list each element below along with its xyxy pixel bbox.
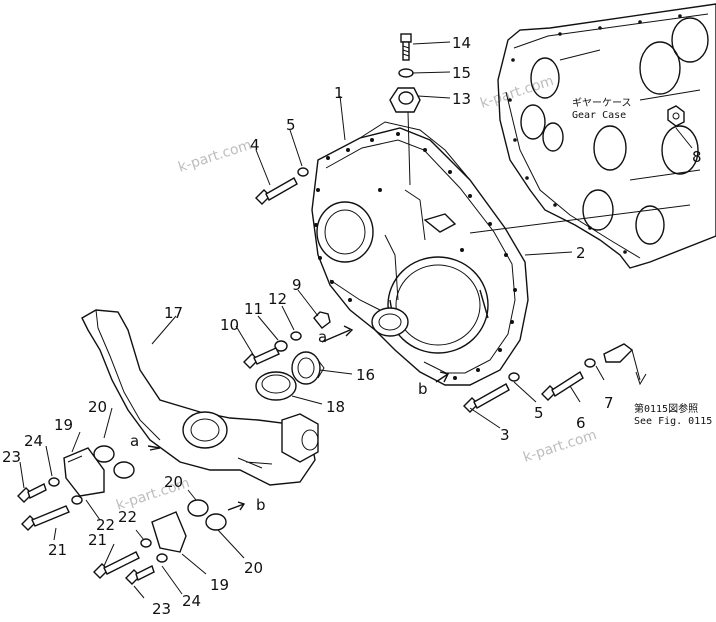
arrow-a-upper: a [318, 325, 354, 346]
bracket-13 [389, 87, 421, 186]
callout-8: 8 [692, 148, 702, 166]
gear-case-label-jp: ギヤーケース [572, 97, 632, 109]
callout-22-lower: 22 [118, 508, 137, 526]
callout-20-mid: 20 [164, 473, 183, 491]
callout-20-upper: 20 [88, 398, 107, 416]
front-cover-plate [311, 121, 691, 386]
callout-7: 7 [604, 394, 614, 412]
callout-23-lower: 23 [152, 600, 171, 618]
bolt-6 [541, 370, 584, 401]
leader-lines [19, 41, 693, 599]
bracket-ref [603, 343, 634, 363]
mount-plate-19-lower [151, 511, 187, 553]
callout-23-upper: 23 [2, 448, 21, 466]
mount-plate-19-upper [63, 447, 105, 497]
callout-24-upper: 24 [24, 432, 43, 450]
ring-18 [255, 371, 297, 401]
gear-case [497, 3, 716, 269]
callout-19-lower: 19 [210, 576, 229, 594]
callout-21-upper: 21 [48, 541, 67, 559]
washer-22-upper [71, 495, 83, 505]
watermark-2: k-part.com [478, 73, 555, 112]
callout-6: 6 [576, 414, 586, 432]
callout-5-lower: 5 [534, 404, 544, 422]
callout-12: 12 [268, 290, 287, 308]
callout-24-lower: 24 [182, 592, 201, 610]
washer-15 [398, 68, 414, 78]
bolt-21-upper [21, 505, 70, 531]
arrow-b-lower-label: b [256, 496, 266, 514]
bolt-4 [255, 177, 298, 205]
arrow-b-upper: b [418, 371, 450, 398]
support-bracket-17 [81, 309, 319, 486]
washer-7 [584, 358, 596, 368]
arrow-a-lower: a [130, 432, 161, 451]
bolt-23-lower [125, 565, 155, 585]
callout-16: 16 [356, 366, 375, 384]
oil-seal-16 [291, 351, 325, 385]
washer-22-lower [140, 538, 152, 548]
bolt-10 [243, 347, 280, 369]
washer-11 [274, 340, 288, 352]
ref-arrowhead [635, 371, 647, 386]
callout-10: 10 [220, 316, 239, 334]
callout-14: 14 [452, 34, 471, 52]
callout-17: 17 [164, 304, 183, 322]
gear-case-label-en: Gear Case [572, 110, 626, 121]
bolt-3 [463, 383, 510, 413]
arrow-b-upper-label: b [418, 380, 428, 398]
washer-24-upper [48, 477, 60, 487]
callout-15: 15 [452, 64, 471, 82]
reference-note-jp: 第0115図参照 [634, 402, 698, 415]
nut-8 [667, 105, 685, 127]
watermark-4: k-part.com [521, 427, 598, 466]
callout-20-lower: 20 [244, 559, 263, 577]
callout-3: 3 [500, 426, 510, 444]
callout-21-lower: 21 [88, 531, 107, 549]
washer-12 [290, 331, 302, 341]
callout-4: 4 [250, 136, 260, 154]
bolt-21-lower [93, 551, 140, 579]
watermark-1: k-part.com [176, 137, 253, 176]
callout-labels: 1 2 3 4 5 5 6 7 8 9 10 11 12 13 14 15 16… [2, 34, 702, 618]
reference-note-en: See Fig. 0115 [634, 416, 712, 427]
callout-9: 9 [292, 276, 302, 294]
arrow-b-lower: b [227, 496, 266, 514]
callout-18: 18 [326, 398, 345, 416]
callout-19-upper: 19 [54, 416, 73, 434]
bolt-14 [400, 33, 412, 61]
washer-5-upper [297, 167, 309, 177]
callout-22-upper: 22 [96, 516, 115, 534]
callout-1: 1 [334, 84, 344, 102]
callout-13: 13 [452, 90, 471, 108]
washer-5-lower [508, 372, 520, 382]
callout-5-upper: 5 [286, 116, 296, 134]
arrow-a-lower-label: a [130, 432, 139, 450]
rubber-mount-20-lower [187, 499, 227, 531]
arrow-a-upper-label: a [318, 328, 327, 346]
ref-leader [631, 349, 641, 381]
rubber-mount-20-upper [93, 445, 135, 479]
bolt-23-upper [17, 483, 47, 503]
washer-24-lower [156, 553, 168, 563]
callout-11: 11 [244, 300, 263, 318]
callout-2: 2 [576, 244, 586, 262]
